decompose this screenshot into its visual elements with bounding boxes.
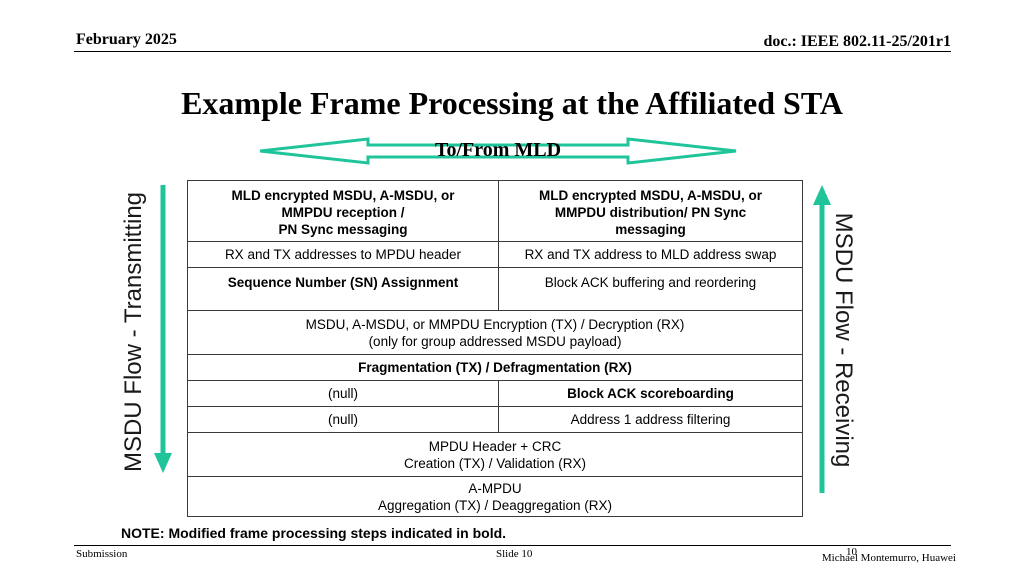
address-filtering-cell: Address 1 address filtering bbox=[498, 406, 803, 433]
rx-address-swap-cell: RX and TX address to MLD address swap bbox=[498, 241, 803, 268]
msdu-flow-transmitting-label: MSDU Flow - Transmitting bbox=[120, 191, 147, 473]
down-arrow-icon bbox=[154, 185, 172, 473]
cell-line: MMPDU reception / bbox=[281, 205, 405, 220]
cell-line: MPDU Header + CRC bbox=[428, 438, 562, 454]
header-divider bbox=[74, 51, 951, 52]
table-row: MLD encrypted MSDU, A-MSDU, or MMPDU rec… bbox=[187, 180, 803, 242]
footer-divider bbox=[74, 545, 951, 546]
table-row: Sequence Number (SN) Assignment Block AC… bbox=[187, 267, 803, 311]
cell-line: MSDU, A-MSDU, or MMPDU Encryption (TX) /… bbox=[305, 316, 685, 332]
bidirectional-arrow-icon bbox=[259, 137, 737, 165]
block-ack-scoreboarding-cell: Block ACK scoreboarding bbox=[498, 380, 803, 407]
to-from-mld-label: To/From MLD bbox=[434, 139, 562, 161]
table-row: (null) Address 1 address filtering bbox=[187, 406, 803, 433]
msdu-flow-receiving-label: MSDU Flow - Receiving bbox=[830, 212, 857, 468]
frame-processing-table: MLD encrypted MSDU, A-MSDU, or MMPDU rec… bbox=[187, 180, 803, 517]
null-cell: (null) bbox=[187, 380, 499, 407]
footer-author: Michael Montemurro, Huawei bbox=[821, 552, 956, 564]
table-row: A-MPDU Aggregation (TX) / Deaggregation … bbox=[187, 476, 803, 517]
mld-arrow-shape bbox=[259, 137, 737, 165]
up-arrow-icon bbox=[813, 185, 831, 493]
bold-steps-note: NOTE: Modified frame processing steps in… bbox=[121, 525, 507, 541]
cell-line: MMPDU distribution/ PN Sync bbox=[554, 205, 747, 220]
cell-line: messaging bbox=[615, 222, 686, 237]
encryption-cell: MSDU, A-MSDU, or MMPDU Encryption (TX) /… bbox=[187, 310, 803, 355]
cell-line: MLD encrypted MSDU, A-MSDU, or bbox=[231, 188, 455, 203]
tx-address-cell: RX and TX addresses to MPDU header bbox=[187, 241, 499, 268]
footer-page-number: 10 bbox=[846, 546, 857, 558]
cell-line: Creation (TX) / Validation (RX) bbox=[403, 455, 587, 471]
header-doc-id: doc.: IEEE 802.11-25/201r1 bbox=[763, 33, 951, 50]
header-date: February 2025 bbox=[76, 31, 177, 48]
fragmentation-cell: Fragmentation (TX) / Defragmentation (RX… bbox=[187, 354, 803, 381]
null-cell: (null) bbox=[187, 406, 499, 433]
table-row: MSDU, A-MSDU, or MMPDU Encryption (TX) /… bbox=[187, 310, 803, 355]
cell-line: (only for group addressed MSDU payload) bbox=[368, 333, 622, 349]
footer-slide-label: Slide 10 bbox=[496, 548, 533, 560]
mld-reception-cell: MLD encrypted MSDU, A-MSDU, or MMPDU rec… bbox=[187, 180, 499, 242]
mpdu-header-cell: MPDU Header + CRC Creation (TX) / Valida… bbox=[187, 432, 803, 477]
a-mpdu-cell: A-MPDU Aggregation (TX) / Deaggregation … bbox=[187, 476, 803, 517]
table-row: Fragmentation (TX) / Defragmentation (RX… bbox=[187, 354, 803, 381]
table-row: RX and TX addresses to MPDU header RX an… bbox=[187, 241, 803, 268]
mld-distribution-cell: MLD encrypted MSDU, A-MSDU, or MMPDU dis… bbox=[498, 180, 803, 242]
table-row: MPDU Header + CRC Creation (TX) / Valida… bbox=[187, 432, 803, 477]
footer-submission: Submission bbox=[76, 548, 128, 560]
block-ack-buffering-cell: Block ACK buffering and reordering bbox=[498, 267, 803, 311]
cell-line: A-MPDU bbox=[468, 480, 522, 496]
cell-line: Aggregation (TX) / Deaggregation (RX) bbox=[377, 497, 613, 513]
table-row: (null) Block ACK scoreboarding bbox=[187, 380, 803, 407]
cell-line: MLD encrypted MSDU, A-MSDU, or bbox=[538, 188, 762, 203]
slide-title: Example Frame Processing at the Affiliat… bbox=[181, 85, 843, 121]
sn-assignment-cell: Sequence Number (SN) Assignment bbox=[187, 267, 499, 311]
cell-line: PN Sync messaging bbox=[278, 222, 408, 237]
